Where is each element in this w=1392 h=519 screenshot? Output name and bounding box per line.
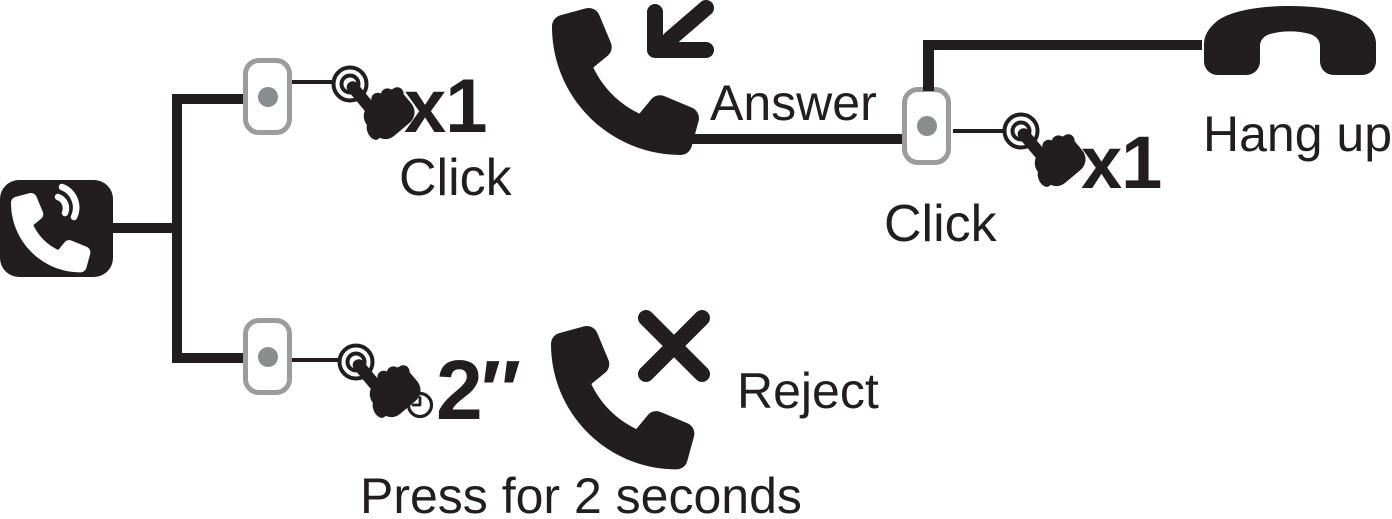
tap-count-label: x1 bbox=[1081, 121, 1162, 204]
button-tap-link-line bbox=[292, 80, 334, 84]
tap-action-label: Click bbox=[399, 149, 512, 207]
clock-icon bbox=[406, 391, 434, 419]
button-dot bbox=[257, 346, 278, 367]
hangup-label: Hang up bbox=[1203, 106, 1392, 162]
trunk-line bbox=[172, 94, 182, 363]
button-tap-link-line bbox=[292, 358, 340, 362]
hangup-link-line bbox=[923, 40, 1202, 50]
answer-call-icon bbox=[552, 0, 714, 155]
answer-to-button-line bbox=[691, 134, 902, 144]
incoming-arrow-icon bbox=[647, 0, 714, 58]
reject-call-icon bbox=[551, 310, 710, 470]
tap-count-label: x1 bbox=[404, 64, 488, 149]
source-connector-line bbox=[113, 223, 182, 233]
tap-action-label: Click bbox=[884, 195, 997, 253]
button-tap-link-line bbox=[953, 129, 1005, 133]
earbud-button-icon bbox=[243, 318, 292, 395]
ring-waves-icon bbox=[54, 183, 80, 221]
hold-duration-label: 2″ bbox=[436, 343, 521, 437]
button-dot bbox=[916, 116, 937, 136]
press-duration-label: Press for 2 seconds bbox=[360, 468, 802, 519]
button-up-line bbox=[923, 40, 934, 91]
answer-branch-line bbox=[172, 94, 243, 104]
button-dot bbox=[257, 86, 278, 107]
reject-x-icon bbox=[638, 310, 710, 382]
earbud-button-icon bbox=[902, 87, 951, 165]
reject-branch-line bbox=[172, 353, 243, 363]
handset-down-icon bbox=[1198, 2, 1382, 78]
incoming-call-icon bbox=[0, 180, 113, 277]
reject-label: Reject bbox=[737, 363, 879, 419]
answer-label: Answer bbox=[710, 75, 877, 131]
earbud-button-icon bbox=[243, 58, 292, 135]
